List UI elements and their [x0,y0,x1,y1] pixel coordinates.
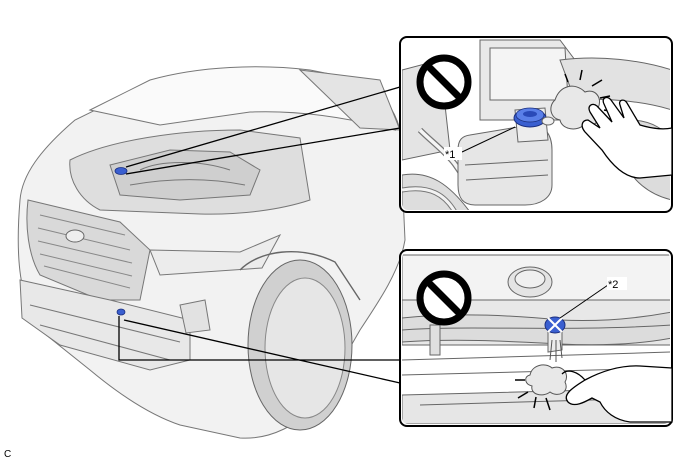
hand-icon [581,96,673,179]
drain-cock-highlight [544,316,566,334]
fluid-drip-icon [549,339,563,362]
drain-marker [116,308,126,316]
hand-icon [561,365,673,423]
prohibition-icon [416,270,472,326]
leader-lines [118,86,401,384]
detail-box-reservoir: *1 [399,36,673,213]
prohibition-icon [416,54,472,110]
spray-burst-icon [515,364,567,411]
reservoir-marker [114,167,128,175]
callout-label-2: *2 [608,279,618,291]
detail-box-drain: *2 [399,249,673,427]
figure-code: C [4,449,12,460]
vehicle-illustration [17,66,406,439]
callout-label-1: *1 [445,149,455,161]
